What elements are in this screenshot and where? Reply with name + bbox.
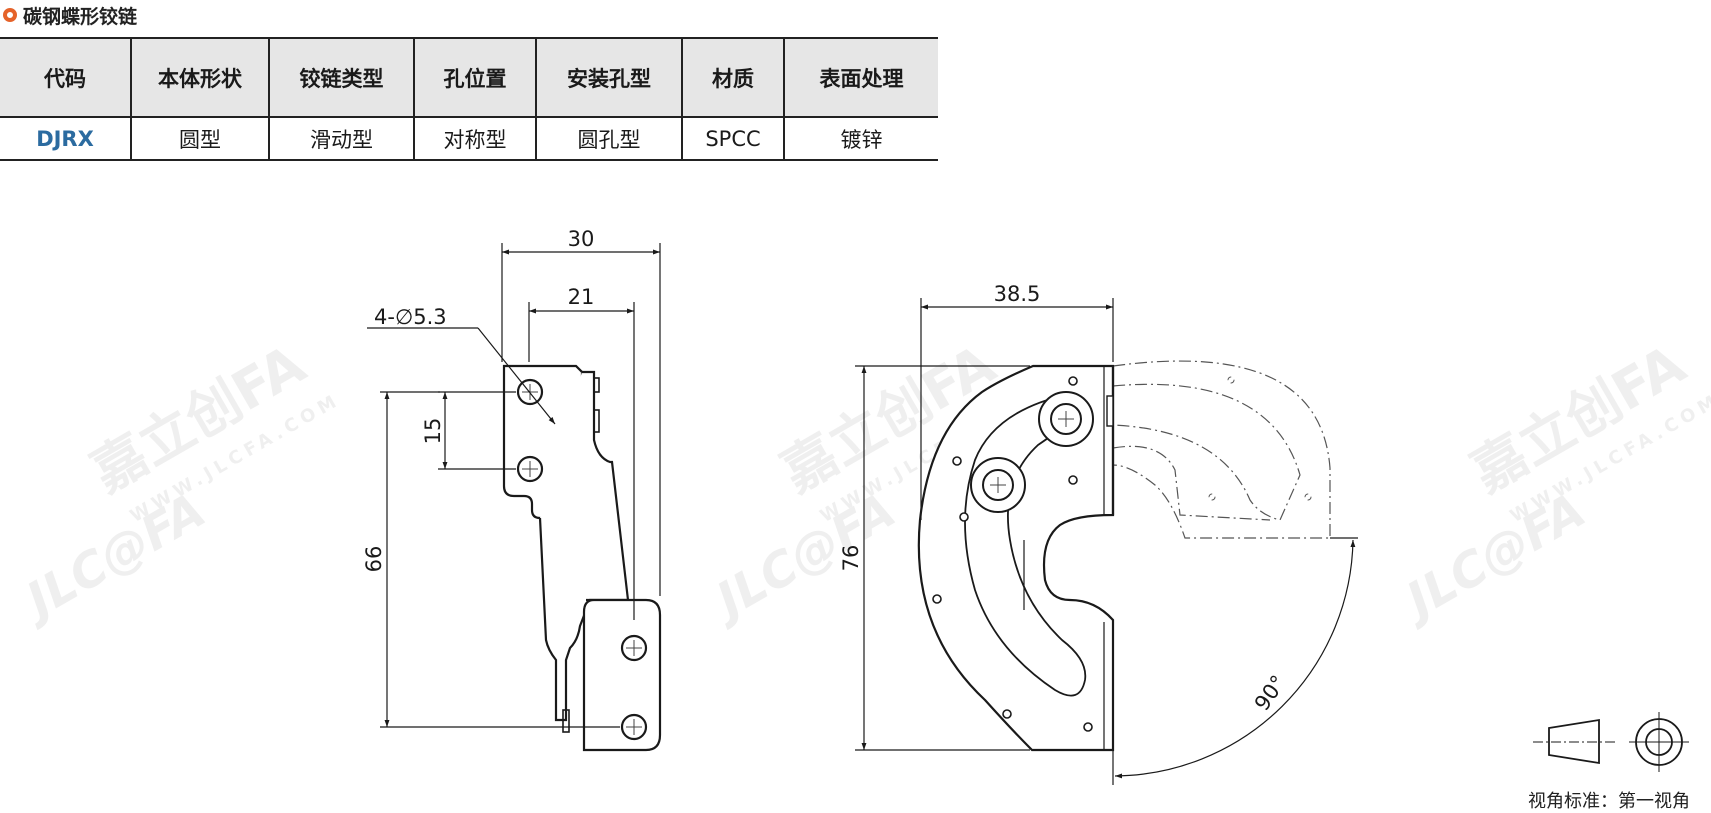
col-hinge-type: 铰链类型 (268, 37, 414, 118)
circle-bullet-icon (3, 8, 17, 22)
col-body-shape: 本体形状 (130, 37, 269, 118)
projection-symbol-icon (1533, 712, 1689, 772)
spec-table: 代码 本体形状 铰链类型 孔位置 安装孔型 材质 表面处理 DJRX 圆型 滑动… (0, 37, 938, 161)
col-mount-hole: 安装孔型 (535, 37, 682, 118)
cell-hinge-type: 滑动型 (268, 117, 414, 161)
svg-text:JLC@FA: JLC@FA (1391, 482, 1595, 632)
section-title: 碳钢蝶形铰链 (23, 5, 138, 28)
projection-note: 视角标准：第一视角 (1528, 791, 1690, 812)
col-hole-position: 孔位置 (413, 37, 536, 118)
cell-hole-position: 对称型 (413, 117, 536, 161)
dim-angle-90: 90° (1250, 671, 1291, 715)
side-view-dimensions (367, 243, 661, 728)
section-header: 碳钢蝶形铰链 (3, 2, 137, 28)
dim-76: 76 (839, 545, 863, 572)
watermark-left: JLC@FA 嘉立创FA WWW.JLCFA.COM (11, 332, 345, 632)
cell-body-shape: 圆型 (130, 117, 269, 161)
cell-code: DJRX (0, 117, 131, 161)
dim-66: 66 (362, 546, 386, 573)
dim-30: 30 (568, 227, 595, 251)
dim-holes: 4-∅5.3 (374, 305, 447, 329)
dim-21: 21 (568, 285, 595, 309)
front-view (917, 360, 1331, 752)
spec-data-row: DJRX 圆型 滑动型 对称型 圆孔型 SPCC 镀锌 (0, 117, 938, 161)
cell-material: SPCC (681, 117, 784, 161)
dim-38-5: 38.5 (994, 282, 1041, 306)
svg-text:JLC@FA: JLC@FA (701, 482, 905, 632)
cell-mount-hole: 圆孔型 (535, 117, 682, 161)
col-material: 材质 (681, 37, 784, 118)
cell-surface: 镀锌 (783, 117, 938, 161)
watermark-right: JLC@FA 嘉立创FA WWW.JLCFA.COM (1391, 332, 1711, 632)
col-surface: 表面处理 (783, 37, 938, 118)
side-view (502, 364, 662, 752)
front-view-dimensions (855, 298, 1358, 785)
col-code: 代码 (0, 37, 131, 118)
spec-header-row: 代码 本体形状 铰链类型 孔位置 安装孔型 材质 表面处理 (0, 37, 938, 118)
dim-15: 15 (421, 418, 445, 445)
svg-text:JLC@FA: JLC@FA (11, 482, 215, 632)
